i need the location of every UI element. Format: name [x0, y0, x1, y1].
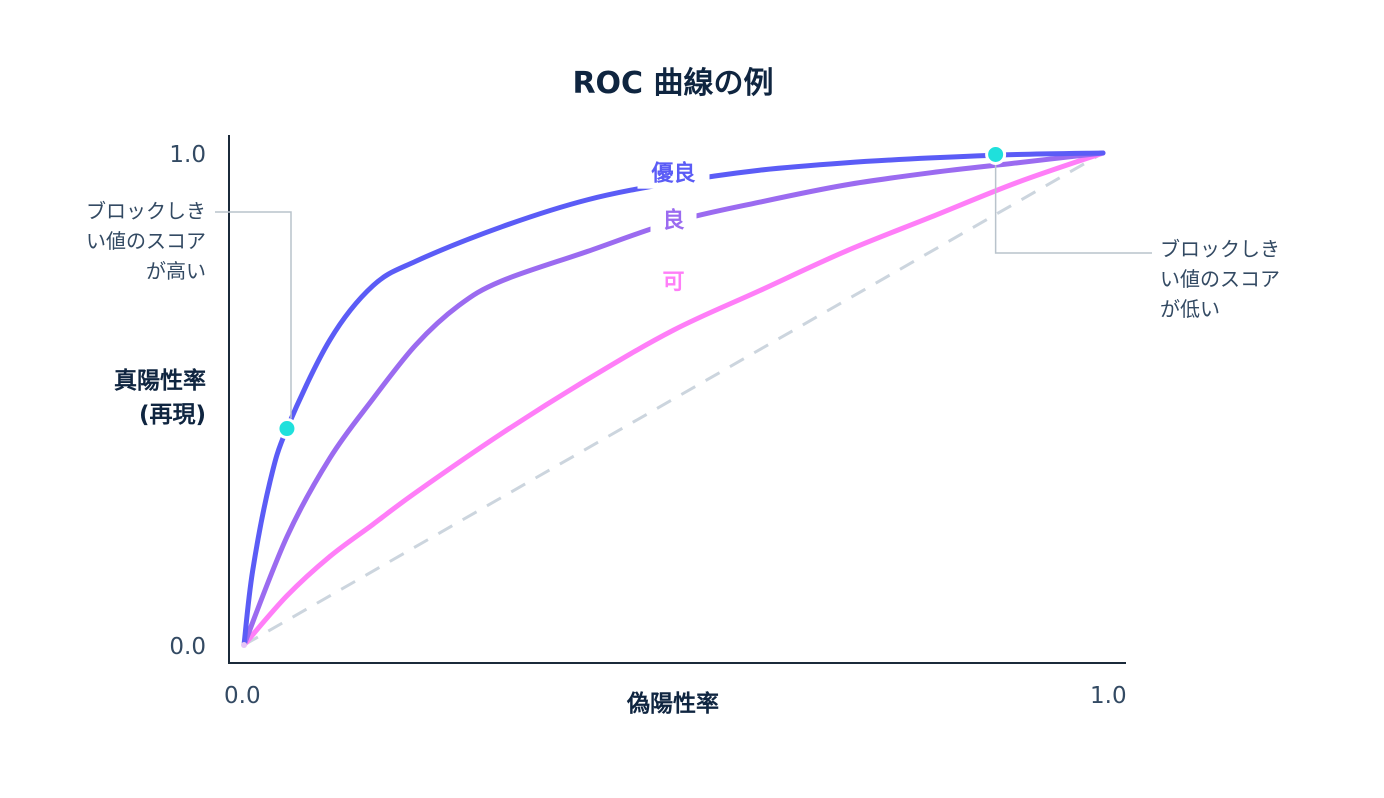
series-label-bg-excellent: [637, 156, 710, 189]
annotation-high-threshold: ブロックしき い値のスコア が高い: [20, 196, 206, 286]
annotation-high-line-2: い値のスコア: [86, 229, 206, 253]
baseline-layer: [243, 151, 1104, 647]
annotation-low-line-1: ブロックしき: [1160, 237, 1280, 261]
threshold-point-high: [276, 418, 298, 440]
annotation-low-line-3: が低い: [1160, 297, 1220, 321]
point-layer: [276, 143, 1007, 440]
series-label-good: 良: [662, 207, 684, 233]
annotation-low-threshold: ブロックしき い値のスコア が低い: [1160, 234, 1350, 324]
y-tick-top: 1.0: [169, 142, 206, 168]
annotation-high-line-3: が高い: [146, 259, 206, 283]
series-label-fair: 可: [662, 270, 684, 295]
y-axis-label-line-1: 真陽性率: [114, 368, 206, 394]
y-tick-bottom: 0.0: [169, 634, 206, 660]
roc-curve-excellent: [241, 150, 1106, 648]
annotation-low-line-2: い値のスコア: [1160, 267, 1280, 291]
threshold-point-low: [985, 143, 1007, 165]
series-label-excellent: 優良: [650, 161, 695, 187]
chart-title: ROC 曲線の例: [572, 66, 774, 101]
x-tick-right: 1.0: [1090, 683, 1127, 709]
series-layer: [241, 150, 1106, 648]
callout-line-low: [994, 164, 1152, 254]
roc-curve-good: [241, 150, 1106, 648]
origin-dot: [241, 642, 247, 648]
series-label-bg-good: [650, 203, 697, 236]
y-axis-label: 真陽性率 (再現): [40, 364, 206, 432]
callout-layer: [215, 164, 1152, 419]
callout-line-high: [215, 211, 292, 419]
series-label-bg-fair: [650, 264, 697, 297]
annotation-high-line-1: ブロックしき: [86, 199, 206, 223]
roc-curve-fair: [241, 150, 1106, 648]
x-axis-label: 偽陽性率: [627, 691, 719, 717]
x-tick-left: 0.0: [224, 683, 261, 709]
baseline-diagonal: [243, 151, 1104, 647]
y-axis-label-line-2: (再現): [138, 402, 206, 428]
